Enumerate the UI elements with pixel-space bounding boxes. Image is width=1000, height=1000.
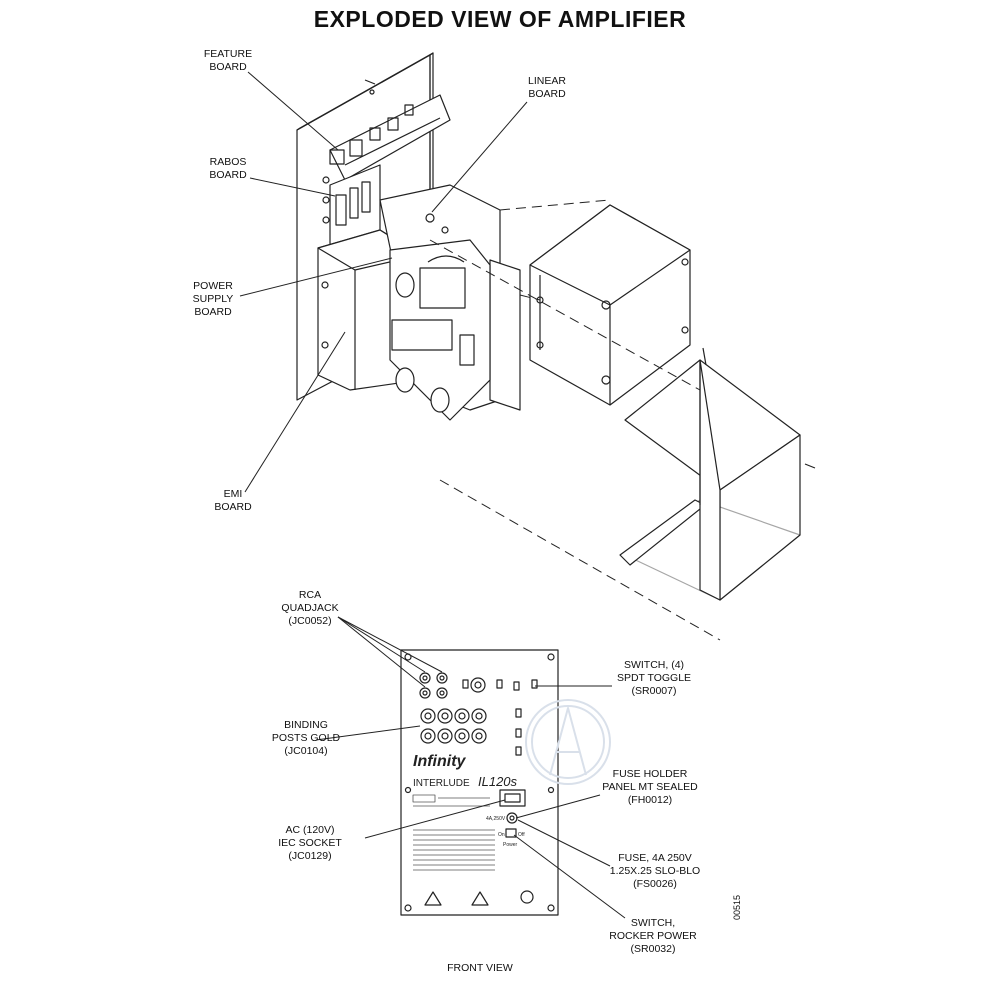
fuse-rating-text: 4A,250V [486, 816, 506, 822]
panel-text: Infinity INTERLUDE IL120s 4A,250V Power … [413, 753, 525, 848]
switch-spdt-line: (SR0007) [631, 685, 677, 697]
callout-switch-rocker: SWITCH,ROCKER POWER(SR0032) [597, 917, 709, 956]
brand-text: Infinity [413, 753, 467, 770]
fuse-holder-line: FUSE HOLDER [612, 768, 688, 780]
switch-rocker-line: SWITCH, [630, 917, 676, 929]
linear-board-line: LINEAR [528, 75, 566, 87]
fuse-line: 1.25X.25 SLO-BLO [609, 865, 701, 877]
binding-posts-line: (JC0104) [284, 745, 328, 757]
switch-rocker-line: (SR0032) [630, 943, 676, 955]
feature-board-line: BOARD [209, 61, 247, 73]
callout-switch-spdt: SWITCH, (4)SPDT TOGGLE(SR0007) [609, 659, 699, 698]
rabos-board-line: BOARD [209, 169, 247, 181]
rca-quadjack-line: QUADJACK [281, 602, 339, 614]
toggle-switches [462, 679, 538, 756]
fuse-holder-line: PANEL MT SEALED [602, 781, 698, 793]
off-text: Off [518, 832, 525, 838]
power-supply-board-line: BOARD [194, 306, 232, 318]
leader-lines-top [239, 71, 528, 493]
ac-socket-line: IEC SOCKET [278, 837, 342, 849]
power-supply-part [389, 239, 491, 421]
ac-socket-line: (JC0129) [288, 850, 332, 862]
power-text: Power [503, 842, 518, 848]
rca-jacks [419, 672, 448, 699]
callout-ac-socket: AC (120V)IEC SOCKET(JC0129) [260, 824, 360, 863]
leader-lines-front [315, 616, 626, 919]
fuse-line: (FS0026) [633, 878, 677, 890]
binding-posts-line: POSTS GOLD [271, 732, 341, 744]
linear-board-line: BOARD [528, 88, 566, 100]
rabos-board-line: RABOS [209, 156, 247, 168]
feature-board-line: FEATURE [203, 48, 253, 60]
front-panel-plate [400, 649, 559, 916]
screws [364, 79, 816, 469]
on-text: On [498, 832, 505, 838]
perforated-cage [619, 359, 801, 601]
ac-socket-line: AC (120V) [285, 824, 335, 836]
front-view-label: FRONT VIEW [447, 962, 513, 974]
model-text: IL120s [478, 774, 518, 789]
model-prefix-text: INTERLUDE [413, 778, 470, 789]
emi-board-line: EMI [223, 488, 243, 500]
power-supply-board-line: SUPPLY [192, 293, 234, 305]
emi-board-line: BOARD [214, 501, 252, 513]
fuse-line: FUSE, 4A 250V [618, 852, 692, 864]
switch-spdt-line: SWITCH, (4) [623, 659, 685, 671]
switch-rocker-line: ROCKER POWER [609, 930, 697, 942]
rca-quadjack-line: (JC0052) [288, 615, 332, 627]
page-title: EXPLODED VIEW OF AMPLIFIER [313, 6, 687, 32]
binding-posts-line: BINDING [284, 719, 328, 731]
watermark-logo [525, 699, 611, 785]
switch-spdt-line: SPDT TOGGLE [616, 672, 692, 684]
rca-quadjack-line: RCA [298, 589, 322, 601]
transformer-box [529, 204, 691, 406]
binding-posts-group [420, 708, 487, 744]
power-supply-board-line: POWER [193, 280, 233, 292]
feature-board-part [329, 94, 451, 181]
drawing-number: 00515 [732, 894, 742, 920]
fuse-holder-line: (FH0012) [627, 794, 673, 806]
